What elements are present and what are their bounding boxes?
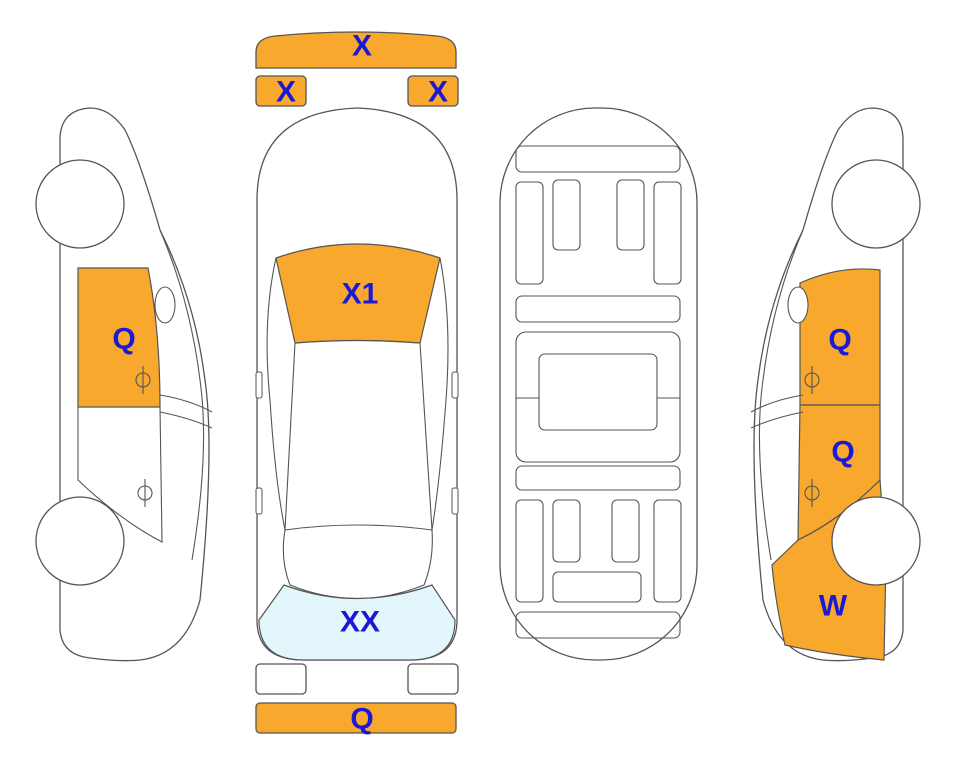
underside-rear-block	[552, 571, 642, 603]
right-rear-handle-icon	[804, 479, 820, 507]
underside-mid-bar-1	[515, 295, 681, 323]
underside-front-left-block	[552, 179, 581, 251]
right-mirror-icon	[787, 286, 809, 324]
car-underside-view	[499, 107, 698, 661]
mirror-left-icon	[255, 371, 263, 399]
underside-rear-left-rail	[515, 499, 544, 603]
underside-rear-right-block	[611, 499, 640, 563]
rear-bumper-panel[interactable]	[255, 702, 457, 734]
rear-bumper-label: Q	[350, 703, 373, 736]
headlight-left-label: X	[276, 76, 296, 109]
underside-rear-right-rail	[653, 499, 682, 603]
right-front-handle-icon	[804, 366, 820, 394]
mirror-right-icon	[451, 371, 459, 399]
front-parts: X X X	[255, 30, 459, 109]
car-right-side-view: Q Q W	[750, 107, 921, 662]
left-side-roof-line	[159, 229, 205, 561]
left-rear-wheel-icon	[35, 496, 125, 586]
left-front-wheel-icon	[35, 159, 125, 249]
left-side-window-line	[159, 394, 213, 429]
underside-center-panel	[538, 353, 658, 431]
underside-mid-bar-2	[515, 465, 681, 491]
front-bumper-panel[interactable]	[255, 31, 457, 69]
right-front-door-label: Q	[828, 324, 851, 357]
rear-window-panel[interactable]	[258, 584, 456, 661]
underside-front-bar	[515, 145, 681, 173]
headlight-left-panel[interactable]	[255, 75, 307, 107]
left-front-handle-icon	[135, 366, 151, 394]
headlight-right-panel[interactable]	[407, 75, 459, 107]
underside-outline	[499, 107, 698, 661]
left-front-door-label: Q	[112, 323, 135, 356]
underside-rear-left-block	[552, 499, 581, 563]
roof-outline	[284, 339, 433, 531]
taillight-right-panel[interactable]	[407, 663, 459, 695]
right-rear-door-label: Q	[831, 436, 854, 469]
car-top-view: X1 XX	[255, 107, 459, 661]
rear-parts: Q	[255, 663, 459, 736]
underside-front-left-rail	[515, 181, 544, 285]
rear-window-label: XX	[340, 606, 380, 639]
handle-left-icon	[255, 487, 263, 515]
top-right-side-line	[431, 257, 449, 531]
car-left-side-view: Q	[35, 107, 213, 662]
front-bumper-label: X	[352, 30, 372, 63]
right-side-roof-line	[758, 229, 804, 561]
top-left-side-line	[266, 257, 286, 531]
right-side-window-line	[750, 394, 804, 429]
left-mirror-icon	[154, 286, 176, 324]
left-rear-door-outline	[77, 406, 163, 543]
underside-front-right-rail	[653, 181, 682, 285]
left-rear-handle-icon	[137, 479, 153, 507]
right-front-wheel-icon	[831, 159, 921, 249]
headlight-right-label: X	[428, 76, 448, 109]
underside-rear-bar	[515, 611, 681, 639]
handle-right-icon	[451, 487, 459, 515]
right-rear-quarter-label: W	[819, 590, 848, 623]
underside-mid-frame	[515, 331, 681, 463]
right-rear-wheel-icon	[831, 496, 921, 586]
underside-front-right-block	[616, 179, 645, 251]
hood-label: X1	[342, 278, 379, 311]
right-front-door-panel[interactable]	[799, 268, 881, 406]
taillight-left-panel[interactable]	[255, 663, 307, 695]
